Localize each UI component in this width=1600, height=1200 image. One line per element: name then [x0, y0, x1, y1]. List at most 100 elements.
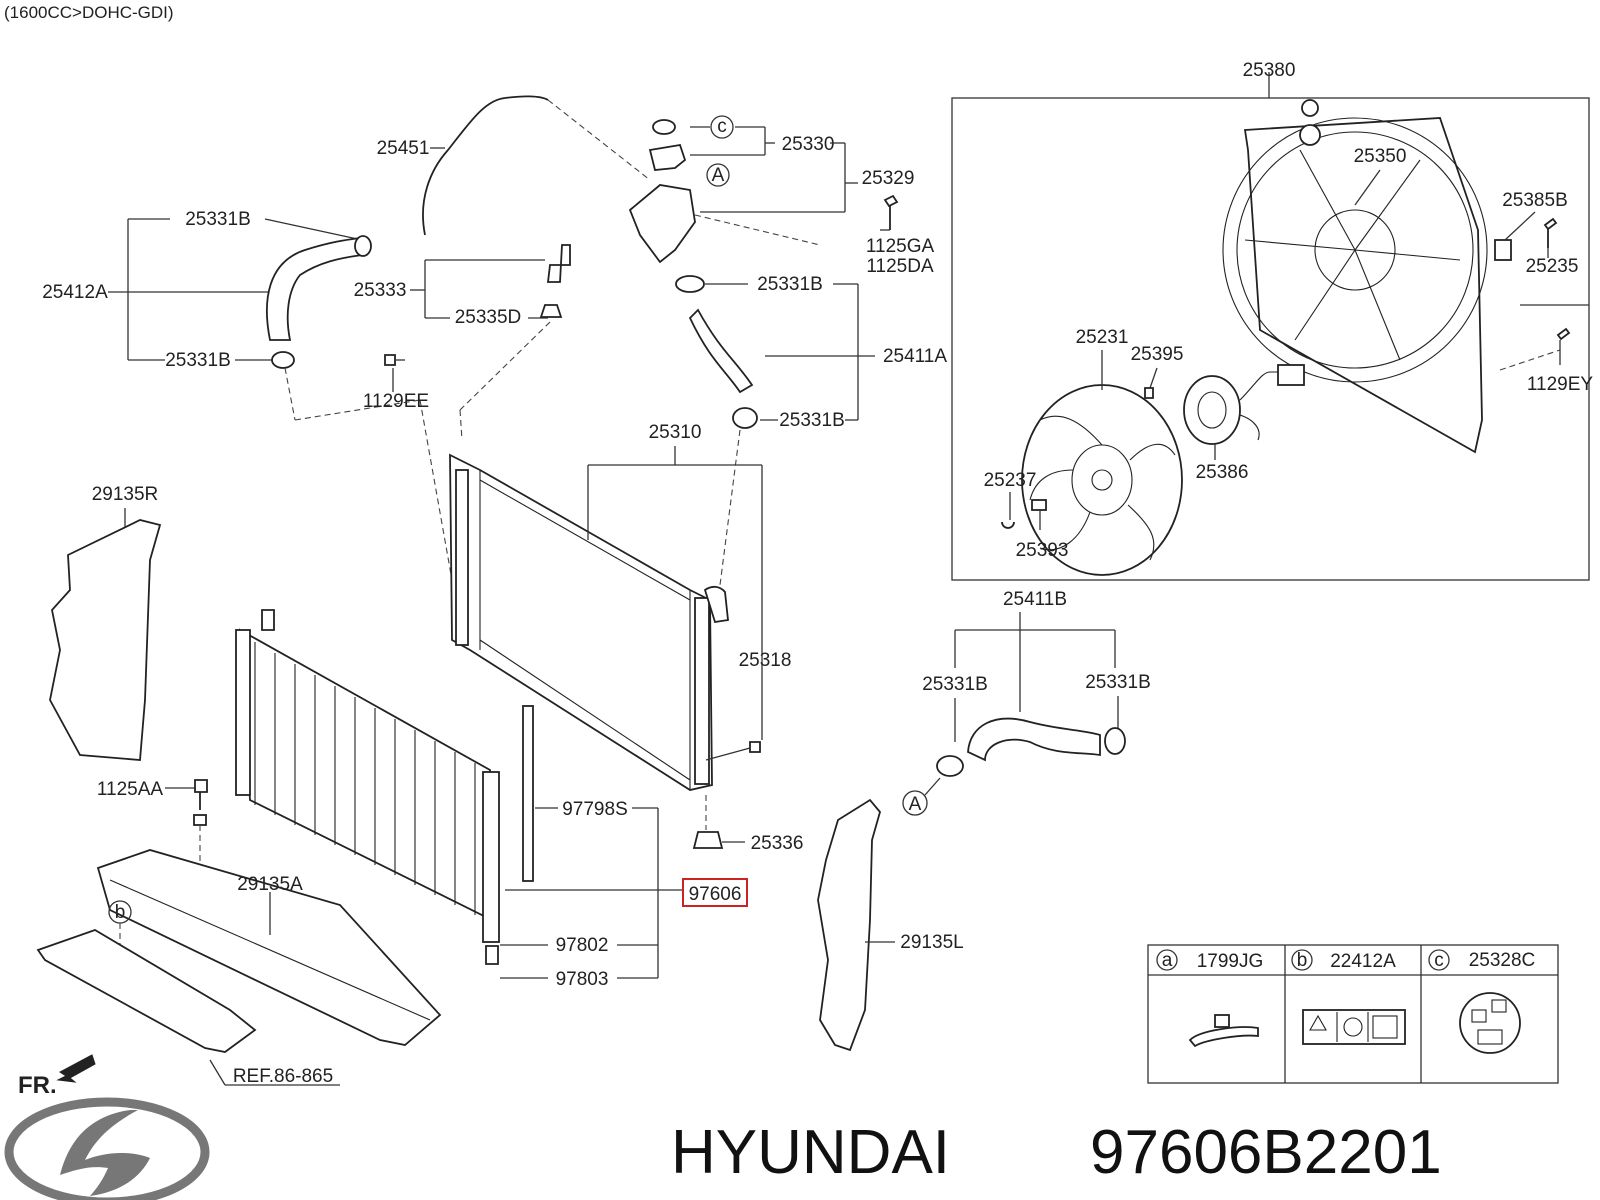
- label-1129ee: 1129EE: [363, 391, 429, 412]
- brand-name: HYUNDAI: [671, 1118, 950, 1187]
- fan-shroud: [1222, 99, 1488, 454]
- front-indicator-label: FR.: [18, 1072, 57, 1099]
- cap-label-icon: [1459, 992, 1521, 1054]
- engine-spec: (1600CC>DOHC-GDI): [4, 3, 174, 22]
- bolt-1129ey: [1556, 327, 1571, 341]
- label-25333: 25333: [354, 280, 407, 301]
- bolt-1129ee: [384, 354, 396, 366]
- label-25331b-front-left: 25331B: [922, 674, 988, 695]
- air-guard-29135r: [49, 519, 162, 761]
- label-1129ey: 1129EY: [1527, 374, 1594, 395]
- condenser-fins: [254, 642, 476, 915]
- label-25331b-top-left: 25331B: [185, 209, 251, 230]
- label-25411a: 25411A: [883, 346, 947, 367]
- radiator-25310: [449, 453, 729, 791]
- label-25231: 25231: [1076, 327, 1129, 348]
- callout-c: c: [717, 116, 727, 137]
- label-25412a: 25412A: [42, 282, 108, 303]
- drain-plug-25318: [749, 741, 761, 753]
- air-guard-29135l: [817, 798, 881, 1052]
- label-29135l: 29135L: [900, 932, 963, 953]
- label-25318: 25318: [739, 650, 792, 671]
- label-25451: 25451: [377, 138, 430, 159]
- clamp-mid-right: [732, 407, 758, 429]
- legend-key-c: c: [1434, 950, 1444, 971]
- legend-part-c: 25328C: [1469, 950, 1536, 971]
- label-97798s: 97798S: [562, 799, 628, 820]
- label-25380: 25380: [1243, 60, 1296, 81]
- fan-assembly-frame: [951, 97, 1590, 581]
- label-25335d: 25335D: [455, 307, 522, 328]
- label-97802: 97802: [556, 935, 609, 956]
- bolt-1125aa: [194, 779, 208, 810]
- bolt-1125ga: [883, 194, 899, 230]
- label-25330: 25330: [782, 134, 835, 155]
- label-25331b-top-right: 25331B: [757, 274, 823, 295]
- label-1125da: 1125DA: [866, 256, 934, 277]
- label-plate-25393: [1031, 499, 1047, 511]
- clip-25237: [1001, 521, 1015, 529]
- label-1125aa: 1125AA: [97, 779, 164, 800]
- filler-neck-25329: [628, 184, 696, 264]
- hose-25411b: [967, 717, 1101, 762]
- clamp-mid-left: [271, 351, 295, 369]
- label-25385b: 25385B: [1502, 190, 1568, 211]
- hose-25411a: [688, 308, 754, 394]
- hose-25412a: [266, 236, 363, 341]
- label-25237: 25237: [984, 470, 1037, 491]
- clamp-top-right: [675, 275, 705, 293]
- label-25331b-mid-left: 25331B: [165, 350, 231, 371]
- fan-motor: [1183, 364, 1305, 445]
- label-25310: 25310: [649, 422, 702, 443]
- part-number: 97606B2201: [1090, 1118, 1442, 1187]
- legend-key-b: b: [1297, 950, 1308, 971]
- legend-part-b: 22412A: [1330, 951, 1396, 972]
- resistor-connector: [1494, 239, 1512, 261]
- clamp-front-right: [1104, 727, 1126, 755]
- label-25395: 25395: [1131, 344, 1184, 365]
- clamp-top-left: [354, 235, 372, 257]
- overflow-hose-25451: [422, 95, 549, 236]
- label-29135r: 29135R: [92, 484, 159, 505]
- label-25331b-front-right: 25331B: [1085, 672, 1151, 693]
- cable-tie-icon: [1188, 1014, 1259, 1048]
- callout-a-bottom: A: [909, 794, 922, 815]
- label-25411b: 25411B: [1003, 589, 1067, 610]
- mount-25336: [692, 831, 724, 849]
- upper-hose-group: 25451 c 25330 A 25329 1125GA 1125DA 2533…: [42, 95, 947, 586]
- lower-guard-29135a: [96, 849, 442, 1046]
- legend-key-a: a: [1162, 950, 1173, 971]
- clamp-front-left: [936, 755, 964, 777]
- fan-blade: [1021, 384, 1183, 576]
- highlight-97606-box: [682, 878, 748, 907]
- clip-1125aa: [193, 814, 207, 826]
- label-25235: 25235: [1526, 256, 1579, 277]
- label-25329: 25329: [862, 168, 915, 189]
- label-97803: 97803: [556, 969, 609, 990]
- hyundai-logo: [4, 1097, 210, 1200]
- label-97606: 97606: [689, 884, 742, 905]
- label-25386: 25386: [1196, 462, 1249, 483]
- seal-97798s: [522, 705, 534, 882]
- under-cover: [36, 929, 257, 1053]
- label-25331b-mid-right: 25331B: [779, 410, 845, 431]
- condenser-97606: [235, 609, 500, 965]
- bracket-25333: [546, 244, 571, 283]
- mount-25335d: [539, 304, 563, 318]
- front-arrow-icon: [56, 1054, 96, 1083]
- screw-25395: [1144, 387, 1154, 399]
- label-29135a: 29135A: [237, 874, 303, 895]
- legend-table: a 1799JG b 22412A c 25328C: [1147, 944, 1559, 1084]
- legend-part-a: 1799JG: [1197, 951, 1264, 972]
- label-1125ga: 1125GA: [866, 236, 935, 257]
- ref-86-865: REF.86-865: [233, 1066, 333, 1087]
- cap-neck: [648, 143, 687, 171]
- fan-assembly-group: 25380 25350 25385B 25235 1129EY: [951, 60, 1594, 581]
- callout-a-top: A: [712, 165, 725, 186]
- callout-b: b: [115, 902, 126, 923]
- label-25350: 25350: [1354, 146, 1407, 167]
- cap-25330: [652, 119, 676, 135]
- label-25393: 25393: [1016, 540, 1069, 561]
- warning-label-icon: [1302, 1009, 1406, 1045]
